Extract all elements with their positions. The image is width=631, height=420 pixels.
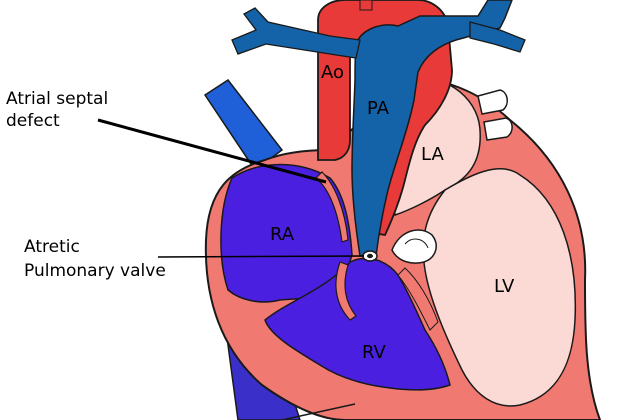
aortic-branch-left	[359, 0, 373, 11]
mitral-valve	[391, 229, 437, 264]
ra-label: RA	[270, 224, 295, 245]
atretic-label-line1: Atretic	[24, 237, 80, 257]
tricuspid-leaflet	[335, 261, 357, 321]
left-ventricle	[422, 168, 577, 407]
right-ventricle	[264, 257, 451, 391]
ao-label: Ao	[321, 62, 344, 83]
pulmonary-artery	[351, 0, 513, 257]
pulmonary-branch-left	[231, 7, 361, 59]
pulmonary-branch-right	[469, 21, 526, 53]
la-label: LA	[421, 144, 444, 165]
ivc-leader-line	[281, 403, 356, 420]
pulmonary-vein-upper	[477, 89, 508, 115]
lv-label: LV	[494, 276, 515, 297]
ventricular-septum	[397, 267, 439, 331]
asd-label-line1: Atrial septal	[6, 89, 108, 109]
atrial-septum	[315, 171, 349, 243]
atretic-valve-icon	[362, 250, 378, 262]
rv-label: RV	[362, 342, 387, 363]
pa-label: PA	[367, 98, 390, 119]
atretic-label-line2: Pulmonary valve	[24, 261, 166, 281]
pulmonary-vein-lower	[483, 117, 513, 141]
mitral-valve-inner	[404, 238, 429, 249]
asd-label-line2: defect	[6, 111, 60, 131]
asd-leader-line	[97, 118, 327, 184]
atretic-leader-line	[157, 255, 365, 258]
superior-vena-cava	[203, 78, 284, 172]
